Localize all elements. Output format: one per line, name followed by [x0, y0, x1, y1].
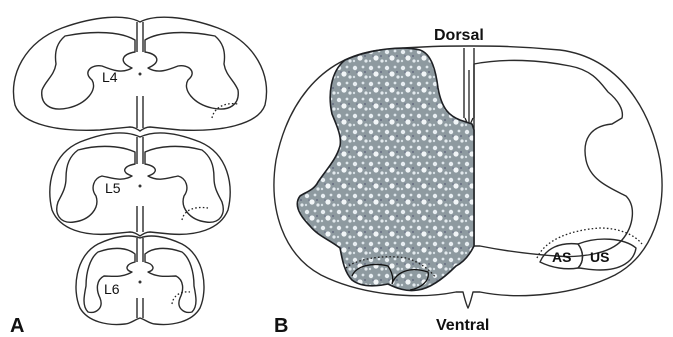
- b-ventral-label: Ventral: [436, 317, 489, 334]
- panel-a-label: A: [10, 315, 24, 337]
- section-l6: L6: [76, 236, 204, 324]
- l5-white-matter-outline: [50, 133, 230, 236]
- l4-label: L4: [102, 69, 118, 85]
- l4-central-canal: [139, 73, 142, 76]
- panel-b: AS US Dorsal Ventral B: [274, 27, 662, 337]
- l6-label: L6: [104, 281, 120, 297]
- section-l4: L4: [13, 17, 266, 131]
- section-l5: L5: [50, 133, 230, 236]
- l5-central-canal: [139, 185, 142, 188]
- l6-central-canal: [139, 281, 142, 284]
- panel-b-label: B: [274, 315, 288, 337]
- l5-label: L5: [105, 180, 121, 196]
- b-as-label: AS: [552, 249, 571, 265]
- b-us-label: US: [590, 249, 609, 265]
- b-dorsal-label: Dorsal: [434, 27, 484, 44]
- panel-a: L4 L5 L6 A: [10, 17, 267, 337]
